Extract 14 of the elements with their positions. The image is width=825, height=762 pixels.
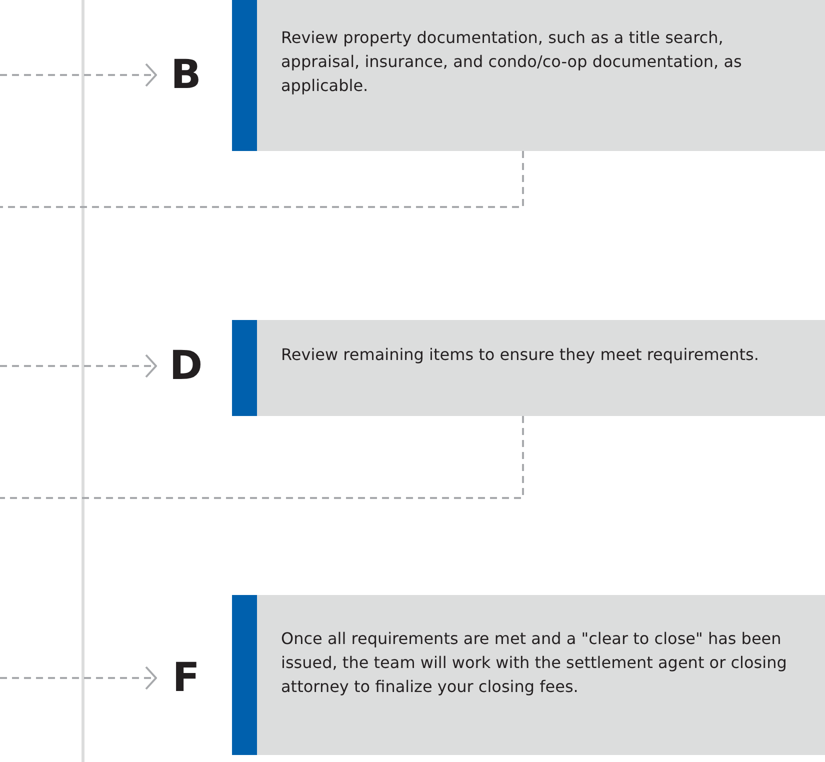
step-card <box>232 595 825 755</box>
step-letter: F <box>156 654 216 702</box>
dashed-arrow <box>0 666 157 690</box>
dashed-line <box>0 151 524 208</box>
step-description: Once all requirements are met and a "clear to close" has been issued, the team will work with the settlement agent or closing attorney to finalize your closing fees. <box>281 628 788 698</box>
dashed-arrow <box>0 63 157 87</box>
step-description: Review property documentation, such as a title search, appraisal, insurance, and condo/co-op documentation, as applicable. <box>281 27 743 97</box>
dashed-line <box>0 416 524 499</box>
step-letter: B <box>156 51 216 99</box>
step-letter: D <box>156 342 216 390</box>
step-description: Review remaining items to ensure they meet requirements. <box>281 344 760 366</box>
step-card <box>232 320 825 416</box>
step-card <box>232 0 825 151</box>
dashed-arrow <box>0 354 157 378</box>
